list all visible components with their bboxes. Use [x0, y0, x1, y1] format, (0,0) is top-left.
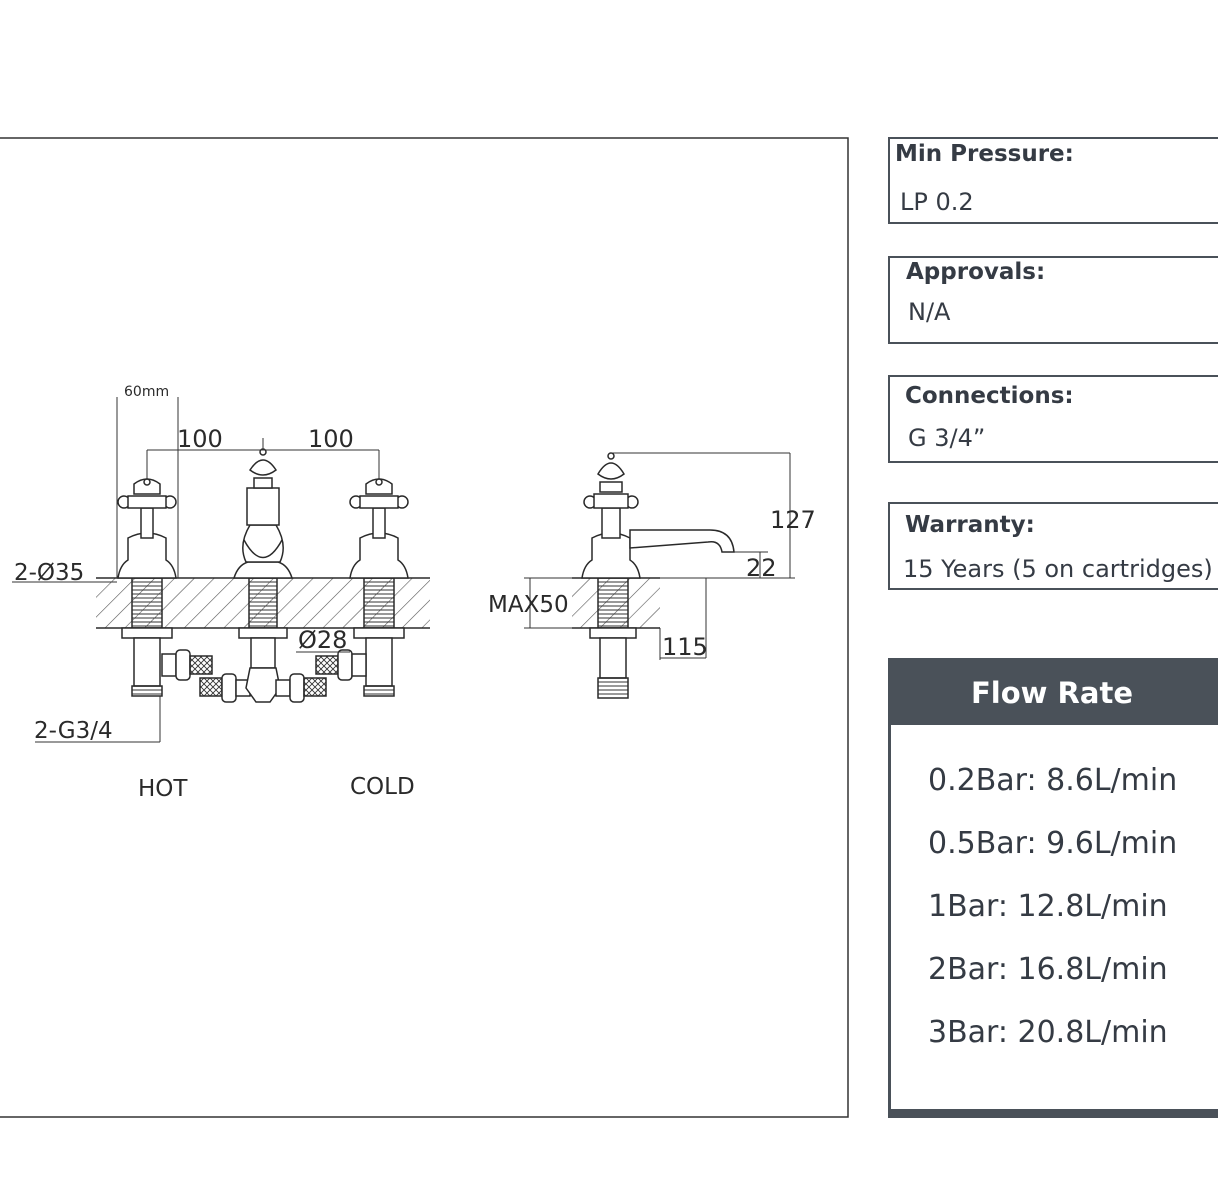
dim-22: 22 — [746, 554, 777, 582]
hot-valve — [117, 478, 177, 697]
dim-2-g3-4: 2-G3/4 — [34, 718, 113, 744]
dim-100-right: 100 — [308, 425, 354, 453]
flow-row: 3Bar: 20.8L/min — [928, 1015, 1168, 1050]
spec-label: Warranty: — [905, 512, 1035, 538]
cold-valve — [349, 478, 409, 697]
connector-hoses — [161, 649, 367, 703]
flow-row: 0.5Bar: 9.6L/min — [928, 826, 1178, 861]
flow-row: 0.2Bar: 8.6L/min — [928, 763, 1178, 798]
spec-label: Connections: — [905, 383, 1074, 409]
spec-value: N/A — [908, 298, 951, 326]
spec-value: G 3/4” — [908, 424, 986, 452]
label-hot: HOT — [138, 776, 188, 802]
spec-value: 15 Years (5 on cartridges) — [903, 555, 1213, 583]
spec-min-pressure: Min Pressure: LP 0.2 — [888, 137, 1218, 224]
side-view — [572, 452, 735, 699]
front-view — [96, 448, 430, 703]
flow-row: 2Bar: 16.8L/min — [928, 952, 1168, 987]
spout-body — [232, 448, 294, 669]
spec-connections: Connections: G 3/4” — [888, 375, 1218, 463]
dim-100-left: 100 — [177, 425, 223, 453]
drawing-frame — [0, 137, 849, 1118]
side-view-dimensions — [524, 452, 795, 660]
spec-warranty: Warranty: 15 Years (5 on cartridges) — [888, 502, 1218, 590]
spec-label: Approvals: — [906, 259, 1046, 285]
flow-rate-title: Flow Rate — [971, 676, 1133, 710]
dim-2-dia35: 2-Ø35 — [14, 560, 84, 586]
label-cold: COLD — [350, 774, 415, 800]
flow-rate-panel: Flow Rate 0.2Bar: 8.6L/min 0.5Bar: 9.6L/… — [888, 658, 1218, 1118]
dim-60mm: 60mm — [124, 384, 169, 400]
spec-label: Min Pressure: — [895, 141, 1074, 167]
flow-row: 1Bar: 12.8L/min — [928, 889, 1168, 924]
front-view-dimensions — [12, 397, 380, 743]
dim-127: 127 — [770, 506, 816, 534]
spec-value: LP 0.2 — [900, 188, 974, 216]
dim-max50: MAX50 — [488, 592, 569, 618]
dim-115: 115 — [662, 633, 708, 661]
dim-dia28: Ø28 — [298, 626, 347, 654]
flow-rate-bottom-bar — [891, 1109, 1218, 1115]
flow-rate-header: Flow Rate — [891, 661, 1218, 725]
spec-approvals: Approvals: N/A — [888, 256, 1218, 344]
